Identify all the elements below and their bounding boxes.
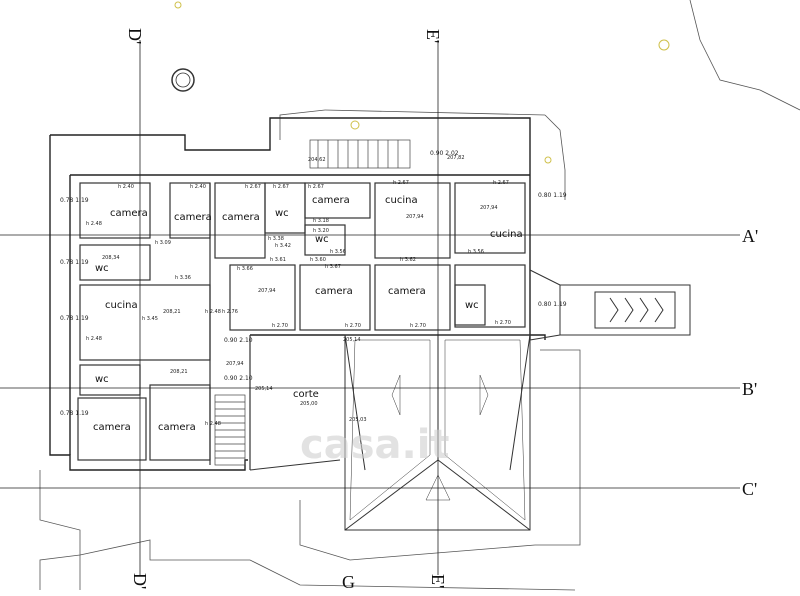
room-label-corte: corte: [293, 389, 319, 400]
room-label-camera: camera: [388, 286, 426, 297]
axis-label-e-top: E': [423, 29, 443, 43]
room-label-cucina: cucina: [490, 229, 523, 240]
door-dimension: 0.90 2.02: [430, 150, 459, 157]
site-markers: [171, 1, 670, 164]
room-label-cucina: cucina: [385, 195, 418, 206]
external-ramp: [529, 269, 691, 341]
axis-label-d-bottom: D': [130, 573, 150, 589]
height-label: h 2.70: [345, 323, 361, 329]
axis-label-g: G: [342, 572, 355, 592]
room-label-wc: wc: [95, 374, 109, 385]
axis-label-d-top: D': [125, 28, 145, 44]
height-label: h 2.70: [495, 320, 511, 326]
height-label: h 2.48: [86, 336, 102, 342]
height-label: h 3.61: [270, 257, 286, 263]
height-label: h 2.67: [308, 184, 324, 190]
room-label-camera: camera: [158, 422, 196, 433]
height-label: h 3.09: [155, 240, 171, 246]
room-label-wc: wc: [95, 263, 109, 274]
height-label: h 3.60: [310, 257, 326, 263]
room-label-camera: camera: [312, 195, 350, 206]
window-dimension: 0.80 1.19: [538, 301, 567, 308]
elevation-label: 208,21: [163, 309, 181, 315]
window-dimension: 0.80 1.19: [538, 192, 567, 199]
room-label-wc: wc: [275, 208, 289, 219]
interior-walls: [77, 182, 526, 470]
room-label-camera: camera: [222, 212, 260, 223]
room-label-wc: wc: [315, 234, 329, 245]
height-label: h 2.48: [86, 221, 102, 227]
height-label: h 2.67: [273, 184, 289, 190]
height-label: h 2.40: [190, 184, 206, 190]
elevation-label: 205,03: [349, 417, 367, 423]
room-label-camera: camera: [174, 212, 212, 223]
height-label: h 2.40: [118, 184, 134, 190]
elevation-label: 208,21: [170, 369, 188, 375]
room-label-camera: camera: [110, 208, 148, 219]
axis-label-e-bottom: E': [428, 574, 448, 588]
door-dimension: 0.90 2.10: [224, 337, 253, 344]
height-label: h 3.67: [325, 264, 341, 270]
axis-label-b: B': [742, 379, 757, 399]
height-label: h 3.36: [175, 275, 191, 281]
elevation-label: 208,34: [102, 255, 120, 261]
opening-annotations: 0.78 1.19 0.78 1.19 0.78 1.19 0.78 1.19 …: [60, 150, 567, 417]
watermark: casa.it: [300, 422, 450, 468]
elevation-label: 207,94: [406, 214, 424, 220]
room-label-cucina: cucina: [105, 300, 138, 311]
height-label: h 3.20: [313, 228, 329, 234]
height-label: h 2.48: [205, 421, 221, 427]
elevation-label: 207,94: [226, 361, 244, 367]
axis-label-a: A': [742, 226, 758, 246]
height-annotations: h 2.40 h 2.40 h 2.67 h 2.67 h 2.67 h 2.6…: [86, 180, 511, 427]
window-dimension: 0.78 1.19: [60, 197, 89, 204]
elevation-label: 205,14: [343, 337, 361, 343]
height-label: h 3.62: [400, 257, 416, 263]
height-label: h 2.67: [493, 180, 509, 186]
room-label-wc: wc: [465, 300, 479, 311]
elevation-label: 204,62: [308, 157, 326, 163]
door-dimension: 0.90 2.10: [224, 375, 253, 382]
room-label-camera: camera: [315, 286, 353, 297]
elevation-label: 207,82: [447, 155, 465, 161]
section-axes: [0, 40, 740, 575]
height-label: h 3.38: [268, 236, 284, 242]
height-label: h 2.67: [245, 184, 261, 190]
window-dimension: 0.78 1.19: [60, 315, 89, 322]
height-label: h 3.66: [237, 266, 253, 272]
height-label: h 3.42: [275, 243, 291, 249]
site-boundary: [39, 0, 800, 591]
height-label: h 3.45: [142, 316, 158, 322]
elevation-label: 207,94: [480, 205, 498, 211]
staircase: [214, 139, 411, 466]
height-label: h 2.70: [272, 323, 288, 329]
window-dimension: 0.78 1.19: [60, 259, 89, 266]
elevation-label: 207,94: [258, 288, 276, 294]
height-label: h 2.76: [222, 309, 238, 315]
height-label: h 2.48: [205, 309, 221, 315]
height-label: h 2.67: [393, 180, 409, 186]
axis-label-c: C': [742, 479, 757, 499]
roof-structure: [249, 334, 531, 531]
height-label: h 3.56: [468, 249, 484, 255]
height-label: h 3.56: [330, 249, 346, 255]
room-label-camera: camera: [93, 422, 131, 433]
elevation-annotations: 204,62 207,82 207,94 207,94 207,94 208,3…: [102, 155, 498, 423]
elevation-label: 205,00: [300, 401, 318, 407]
elevation-label: 205,14: [255, 386, 273, 392]
height-label: h 3.18: [313, 218, 329, 224]
height-label: h 2.70: [410, 323, 426, 329]
window-dimension: 0.78 1.19: [60, 410, 89, 417]
